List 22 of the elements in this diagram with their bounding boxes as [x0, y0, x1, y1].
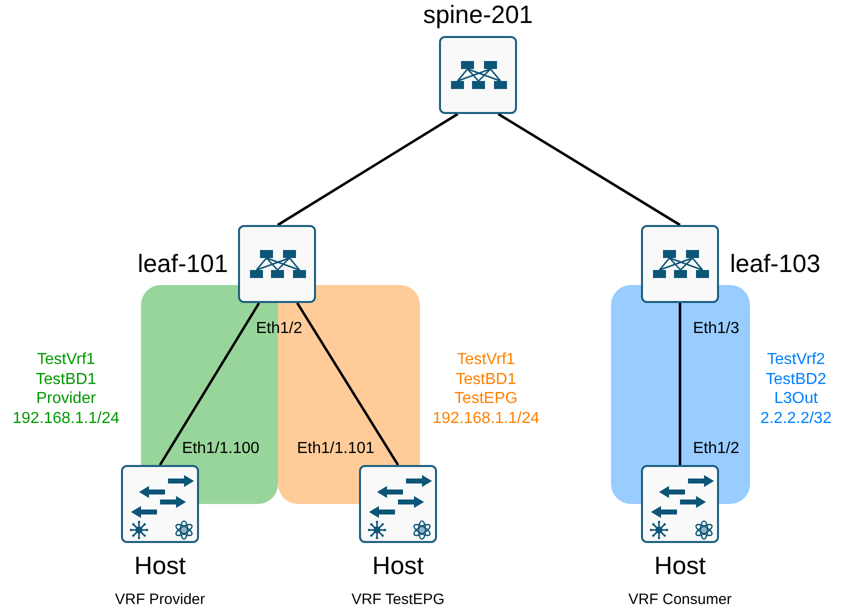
vrf-caption: VRF TestEPG	[351, 591, 445, 609]
device-name: Host	[371, 551, 425, 581]
port-label: Eth1/2	[256, 320, 302, 338]
port-label: Eth1/2	[693, 440, 740, 458]
zone-note: TestVrf1 TestBD1 TestEPG 192.168.1.1/24	[432, 350, 540, 428]
port-label: Eth1/3	[693, 320, 740, 338]
port-label: Eth1/1.101	[297, 440, 374, 458]
port-label: Eth1/1.100	[182, 440, 260, 458]
vrf-caption: VRF Consumer	[628, 591, 732, 609]
connection-line	[296, 302, 400, 466]
device-name: Host	[653, 551, 707, 581]
connection-line	[678, 303, 682, 465]
device-name: Host	[133, 551, 187, 581]
connection-line	[158, 302, 260, 466]
device-name: leaf-101	[136, 249, 228, 279]
connection-line	[498, 112, 681, 226]
zone-note: TestVrf2 TestBD2 L3Out 2.2.2.2/32	[760, 350, 832, 428]
zone-note: TestVrf1 TestBD1 Provider 192.168.1.1/24	[12, 350, 120, 428]
device-name: spine-201	[422, 0, 534, 31]
device-name: leaf-103	[730, 249, 822, 279]
connection-line	[277, 112, 458, 226]
vrf-caption: VRF Provider	[114, 591, 206, 609]
